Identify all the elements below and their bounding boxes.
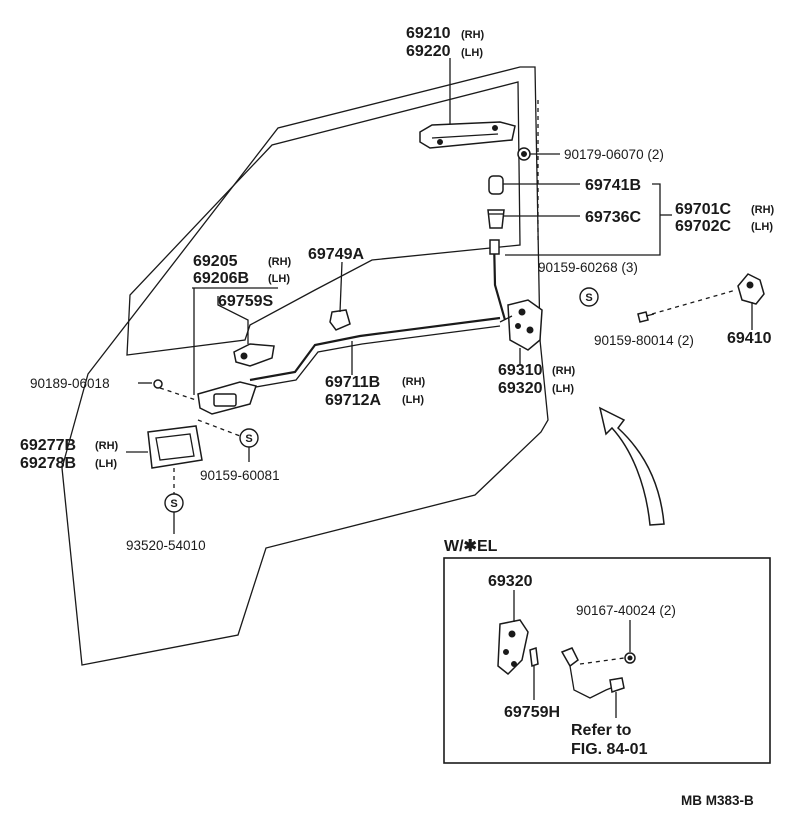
remote-cable-69711B	[249, 316, 501, 389]
label-69206B-side: (LH)	[268, 273, 290, 285]
label-69205: 69205	[193, 253, 238, 270]
nut-90189	[138, 379, 197, 401]
label-69320-side: (LH)	[552, 383, 574, 395]
label-69310-side: (RH)	[552, 365, 576, 377]
label-90159-80014: 90159-80014 (2)	[594, 333, 694, 348]
bezel-69277B	[126, 419, 241, 494]
label-69702C-side: (LH)	[751, 221, 773, 233]
inset-label-69759H: 69759H	[504, 704, 560, 721]
screw-s-handle: S	[239, 428, 259, 462]
label-69278B: 69278B	[20, 455, 76, 472]
door-panel-outline	[61, 66, 549, 666]
label-69759S: 69759S	[218, 293, 273, 310]
label-69210: 69210	[406, 25, 451, 42]
label-69206B: 69206B	[193, 270, 249, 287]
inset-label-69320: 69320	[488, 573, 533, 590]
nut-90179	[517, 147, 560, 161]
inset-fig-ref: FIG. 84-01	[571, 741, 648, 758]
clip-69749A	[329, 261, 351, 331]
inset-title: W/✱EL	[444, 538, 498, 555]
label-69711B: 69711B	[325, 374, 380, 391]
label-69220-side: (LH)	[461, 47, 483, 59]
label-69310: 69310	[498, 362, 543, 379]
inset-refer-to: Refer to	[571, 722, 632, 739]
label-69702C: 69702C	[675, 218, 731, 235]
inset-w-el	[443, 557, 771, 764]
label-90159-60081: 90159-60081	[200, 468, 280, 483]
door-lock-69310	[499, 299, 543, 365]
label-69277B: 69277B	[20, 437, 76, 454]
screw-s-lock: S	[579, 287, 599, 307]
label-69277B-side: (RH)	[95, 440, 119, 452]
label-69320: 69320	[498, 380, 543, 397]
label-90179: 90179-06070 (2)	[564, 147, 664, 162]
screw-s-bezel: S	[164, 493, 184, 534]
label-69701C: 69701C	[675, 201, 731, 218]
outside-handle-69210	[419, 58, 516, 149]
svg-text:S: S	[245, 433, 252, 445]
label-69736C: 69736C	[585, 209, 641, 226]
screw-90159-80014	[637, 311, 655, 323]
reference-arrow	[598, 406, 665, 526]
label-69210-side: (RH)	[461, 29, 485, 41]
label-69712A-side: (LH)	[402, 394, 424, 406]
label-90189: 90189-06018	[30, 376, 110, 391]
svg-text:S: S	[170, 498, 177, 510]
knob-69759S	[217, 296, 275, 367]
bracket-line-69701C	[505, 183, 661, 256]
label-69278B-side: (LH)	[95, 458, 117, 470]
label-69701C-side: (RH)	[751, 204, 775, 216]
label-69712A: 69712A	[325, 392, 381, 409]
inset-label-90167: 90167-40024 (2)	[576, 603, 676, 618]
label-69711B-side: (RH)	[402, 376, 426, 388]
label-69749A: 69749A	[308, 246, 364, 263]
label-69220: 69220	[406, 43, 451, 60]
label-69205-side: (RH)	[268, 256, 292, 268]
striker-69410	[651, 273, 765, 330]
label-93520: 93520-54010	[126, 538, 206, 553]
label-69410: 69410	[727, 330, 772, 347]
link-rod	[489, 239, 507, 321]
label-90159-60268: 90159-60268 (3)	[538, 260, 638, 275]
bushing-69741B	[488, 175, 580, 195]
svg-text:S: S	[585, 292, 592, 304]
label-69741B: 69741B	[585, 177, 641, 194]
bushing-69736C	[487, 209, 580, 229]
footer-code: MB M383-B	[681, 793, 754, 808]
inside-handle-frame-69205	[192, 287, 278, 415]
